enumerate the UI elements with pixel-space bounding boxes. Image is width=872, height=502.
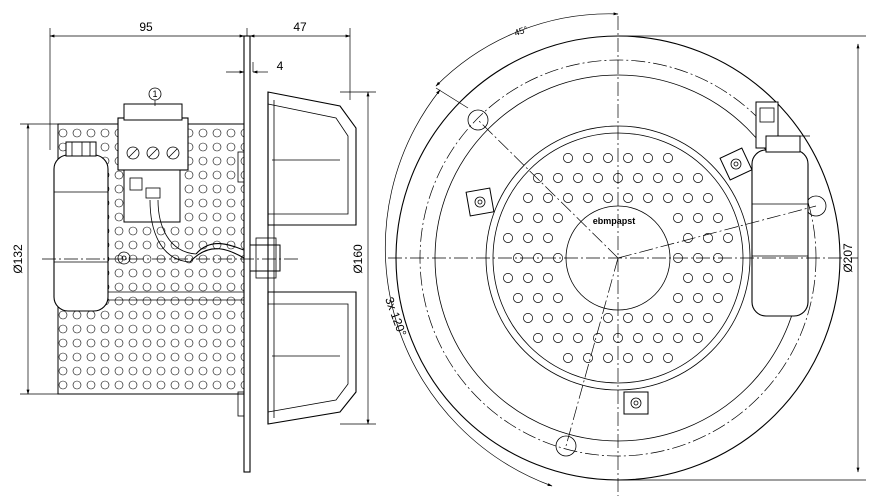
dim-width-label: 95 <box>139 20 153 34</box>
perforation-hole <box>603 353 613 363</box>
perforation-hole <box>583 313 593 323</box>
perforation-hole <box>553 333 563 343</box>
perforation-hole <box>663 193 673 203</box>
perforation-hole <box>563 153 573 163</box>
callout-label: 1 <box>152 89 157 99</box>
perforation-hole <box>653 333 663 343</box>
perforation-hole <box>533 293 543 303</box>
screw-tab-bottom <box>623 391 649 415</box>
perforation-hole <box>543 233 553 243</box>
impeller-side <box>267 91 357 425</box>
perforation-hole <box>683 233 693 243</box>
perforation-hole <box>523 273 533 283</box>
perforation-hole <box>703 273 713 283</box>
perforation-hole <box>553 293 563 303</box>
perforation-hole <box>623 313 633 323</box>
perforation-hole <box>603 193 613 203</box>
perforation-hole <box>533 333 543 343</box>
perforation-hole <box>603 153 613 163</box>
dim-angle-label: 45° <box>513 24 529 38</box>
perforation-hole <box>683 313 693 323</box>
perforation-hole <box>593 333 603 343</box>
perforation-hole <box>543 193 553 203</box>
perforation-hole <box>643 353 653 363</box>
perforation-hole <box>603 313 613 323</box>
perforation-hole <box>623 193 633 203</box>
perforation-hole <box>513 293 523 303</box>
perforation-hole <box>543 273 553 283</box>
perforation-hole <box>523 193 533 203</box>
perforation-hole <box>713 213 723 223</box>
perforation-hole <box>693 213 703 223</box>
side-view: 95 47 4 Ø132 Ø160 1 <box>11 20 376 473</box>
perforation-hole <box>673 173 683 183</box>
perforation-hole <box>663 313 673 323</box>
screw-tab-right <box>719 147 753 181</box>
perforation-hole <box>713 293 723 303</box>
perforation-hole <box>623 153 633 163</box>
perforation-hole <box>503 273 513 283</box>
dim-outer-diameter-label: Ø207 <box>841 243 855 273</box>
perforation-hole <box>703 233 713 243</box>
perforation-hole <box>593 173 603 183</box>
perforation-hole <box>643 153 653 163</box>
mount-hole-bottom <box>555 435 577 457</box>
perforation-hole <box>503 233 513 243</box>
capacitor <box>53 141 244 312</box>
perforation-hole <box>663 153 673 163</box>
dim-flange-label: 4 <box>277 59 284 73</box>
perforation-hole <box>723 273 733 283</box>
perforation-hole <box>583 353 593 363</box>
capacitor-front <box>751 101 810 317</box>
perforation-hole <box>523 313 533 323</box>
perforation-hole <box>693 173 703 183</box>
perforation-hole <box>543 313 553 323</box>
brand-logo-text: ebmpapst <box>593 216 636 226</box>
perforation-hole <box>633 333 643 343</box>
dim-body-diameter-label: Ø132 <box>11 244 25 274</box>
perforation-hole <box>683 193 693 203</box>
front-view: 45° 3x 120° Ø207 ebmpapst <box>382 12 866 496</box>
connector-block <box>117 103 197 263</box>
perforation-hole <box>563 353 573 363</box>
dim-impeller-depth-label: 47 <box>293 20 307 34</box>
perforation-hole <box>673 333 683 343</box>
perforation-hole <box>533 173 543 183</box>
mounting-flange <box>243 35 251 473</box>
perforation-hole <box>723 233 733 243</box>
perforation-hole <box>513 213 523 223</box>
perforation-hole <box>533 213 543 223</box>
perforation-hole <box>633 173 643 183</box>
perforation-hole <box>583 153 593 163</box>
perforation-hole <box>673 293 683 303</box>
perforation-hole <box>693 333 703 343</box>
perforation-hole <box>703 193 713 203</box>
perforation-hole <box>563 313 573 323</box>
perforation-hole <box>693 293 703 303</box>
perforation-hole <box>703 313 713 323</box>
perforation-hole <box>563 193 573 203</box>
perforation-hole <box>643 193 653 203</box>
perforation-hole <box>573 333 583 343</box>
perforation-hole <box>623 353 633 363</box>
perforation-hole <box>673 213 683 223</box>
perforation-hole <box>553 213 563 223</box>
dim-impeller-diameter-label: Ø160 <box>351 244 365 274</box>
perforation-hole <box>683 273 693 283</box>
dim-pattern-label: 3x 120° <box>382 295 409 338</box>
screw-tab-left <box>465 187 495 217</box>
perforation-hole <box>583 193 593 203</box>
perforation-hole <box>553 173 563 183</box>
perforation-hole <box>663 353 673 363</box>
perforation-hole <box>523 233 533 243</box>
perforation-hole <box>653 173 663 183</box>
perforation-hole <box>643 313 653 323</box>
perforation-hole <box>573 173 583 183</box>
